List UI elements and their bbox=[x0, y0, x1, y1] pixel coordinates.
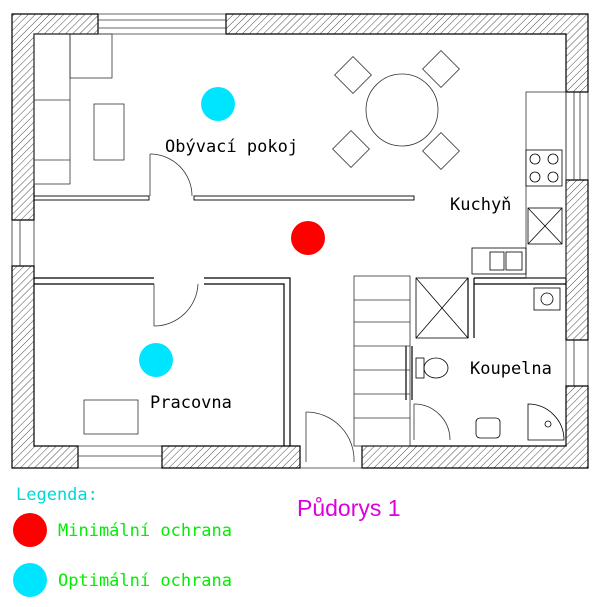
legend: Legenda: Minimální ochrana Optimální och… bbox=[13, 485, 232, 597]
legend-title: Legenda: bbox=[16, 485, 98, 505]
room-label-living: Obývací pokoj bbox=[165, 137, 298, 157]
room-label-study: Pracovna bbox=[150, 393, 232, 413]
marker-living-optimal bbox=[201, 87, 235, 121]
legend-swatch-minimal bbox=[13, 513, 47, 547]
legend-label-minimal: Minimální ochrana bbox=[58, 521, 232, 541]
furniture bbox=[33, 33, 567, 447]
doors bbox=[149, 153, 451, 463]
room-label-bathroom: Koupelna bbox=[470, 359, 552, 379]
marker-hall-minimal bbox=[291, 221, 325, 255]
room-label-kitchen: Kuchyň bbox=[450, 195, 511, 215]
marker-study-optimal bbox=[139, 343, 173, 377]
plan-title: Půdorys 1 bbox=[297, 495, 401, 521]
legend-swatch-optimal bbox=[13, 563, 47, 597]
legend-label-optimal: Optimální ochrana bbox=[58, 571, 232, 591]
exterior-walls bbox=[11, 13, 589, 469]
interior-walls bbox=[33, 195, 566, 446]
